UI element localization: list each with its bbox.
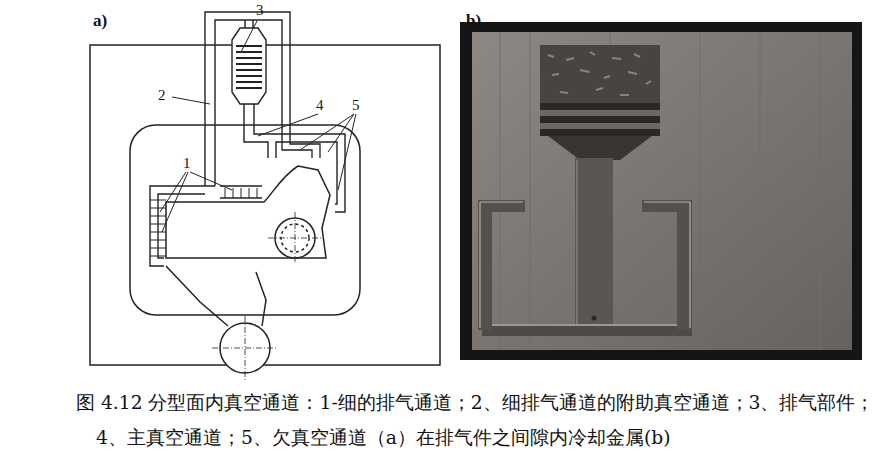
photo-frame (500, 32, 820, 350)
figure-caption: 图 4.12 分型面内真空通道：1-细的排气通道；2、细排气通道的附助真空通道；… (76, 386, 876, 455)
casting-photo (540, 129, 660, 136)
leader-line (258, 114, 318, 136)
callout-number: 5 (352, 98, 360, 113)
casting-photo (540, 45, 660, 103)
auxiliary-vacuum-channel (205, 12, 290, 186)
casting-part (166, 166, 330, 264)
leader-line (160, 21, 356, 232)
lever-part (212, 316, 278, 380)
casting-part (268, 212, 322, 264)
casting-photo (540, 103, 660, 110)
callout-number: 1 (183, 156, 191, 171)
panel-label: a) (93, 12, 107, 29)
branch-vacuum-channel (290, 140, 320, 158)
casting-photo (540, 116, 660, 123)
auxiliary-vacuum-channel (245, 20, 253, 28)
lever-part (166, 266, 266, 326)
casting-photo (478, 200, 525, 330)
main-vacuum-channel (244, 104, 268, 158)
leader-line (172, 97, 210, 104)
leader-line (241, 21, 257, 52)
casting-photo (540, 110, 660, 116)
casting-photo (484, 324, 690, 326)
auxiliary-vacuum-channel (205, 12, 290, 186)
casting-photo (548, 52, 651, 95)
casting-photo (548, 136, 652, 160)
leader-line (160, 172, 232, 232)
casting-photo (478, 45, 692, 336)
casting-photo (576, 160, 578, 328)
photo-frame (460, 22, 862, 360)
photo-frame (472, 32, 852, 350)
leader-line (300, 114, 356, 190)
casting-photo (540, 123, 660, 129)
vent-block (232, 28, 266, 104)
die-outline (130, 125, 360, 315)
photo-frame (460, 22, 862, 360)
casting-photo (482, 324, 692, 336)
casting-photo (575, 158, 613, 330)
casting-photo (642, 200, 692, 330)
callout-number: 4 (316, 98, 324, 113)
branch-vacuum-channel (282, 140, 312, 158)
casting-photo (644, 202, 690, 328)
vent-block (232, 28, 266, 104)
casting-photo (592, 316, 597, 321)
casting-photo (480, 202, 523, 328)
lever-part (166, 266, 278, 380)
callout-number: 3 (256, 3, 264, 18)
casting-part (166, 166, 330, 258)
panel-label: b) (466, 12, 481, 29)
auxiliary-vacuum-channel (215, 20, 282, 186)
vent-block (236, 46, 262, 88)
callout-number: 2 (158, 88, 166, 103)
